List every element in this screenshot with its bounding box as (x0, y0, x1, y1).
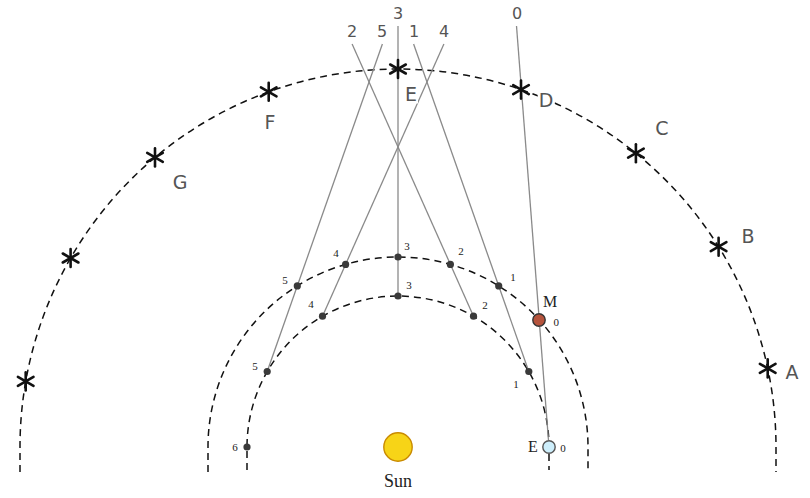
sight-line-number: 5 (376, 24, 388, 40)
star-symbol (390, 60, 406, 78)
sight-line-number: 2 (346, 24, 358, 40)
sight-line-number: 4 (438, 24, 450, 40)
position-number: 3 (405, 280, 413, 291)
mars-position-dot (394, 253, 401, 260)
earth-planet-outline (542, 440, 556, 454)
star-symbol (628, 144, 644, 162)
mars-position-dot (342, 261, 349, 268)
planet-label: E (527, 439, 539, 455)
star-letter: E (404, 85, 418, 104)
star-letter: D (538, 91, 555, 110)
sun-disc (384, 433, 412, 461)
sight-line (517, 26, 539, 313)
star-symbol (261, 83, 277, 101)
position-number: 6 (231, 442, 239, 453)
mars-planet-outline (532, 313, 546, 327)
position-number: 1 (509, 272, 517, 283)
sight-line-number: 3 (392, 6, 404, 22)
mars-position-dot (294, 282, 301, 289)
star-letter: B (740, 227, 755, 246)
earth-position-dot (470, 313, 477, 320)
position-number: 4 (332, 248, 340, 259)
earth-position-dot (319, 313, 326, 320)
star-letter: G (172, 173, 189, 192)
mars-position-dot (447, 261, 454, 268)
sight-line-number: 1 (408, 24, 420, 40)
planet-label: M (542, 294, 558, 310)
position-number: 5 (281, 275, 289, 286)
position-number: 0 (552, 316, 560, 327)
star-letter: F (264, 113, 277, 132)
earth-orbit (247, 296, 549, 470)
star-symbol (711, 238, 727, 256)
sun-disc-outline (383, 432, 413, 462)
sight-line (352, 44, 473, 316)
position-number: 0 (559, 443, 567, 454)
sight-line-number: 0 (511, 6, 523, 22)
mars-planet: M0 (532, 313, 546, 327)
position-number: 2 (457, 246, 465, 257)
earth-position-dot (243, 443, 250, 450)
star-symbol (760, 359, 776, 377)
earth-position-dot (525, 368, 532, 375)
mars-planet (533, 314, 545, 326)
earth-position-dot (394, 292, 401, 299)
mars-position-dot (495, 282, 502, 289)
position-number: 5 (251, 361, 259, 372)
star-symbol (18, 372, 34, 390)
sight-line (323, 44, 444, 316)
star-letter: C (654, 119, 669, 138)
star-symbol (63, 249, 79, 267)
sun-label: Sun (383, 472, 413, 490)
position-number: 2 (481, 300, 489, 311)
position-number: 4 (307, 299, 315, 310)
star-symbol (513, 81, 529, 99)
sight-line (414, 44, 529, 372)
star-letter: A (785, 363, 800, 382)
sun-disc: Sun (383, 432, 413, 462)
earth-planet (543, 441, 555, 453)
sight-line (267, 44, 382, 372)
position-number: 3 (403, 241, 411, 252)
earth-position-dot (264, 368, 271, 375)
star-symbol (147, 148, 163, 166)
position-number: 1 (512, 379, 520, 390)
sight-line (540, 327, 549, 440)
earth-planet: E0 (542, 440, 556, 454)
